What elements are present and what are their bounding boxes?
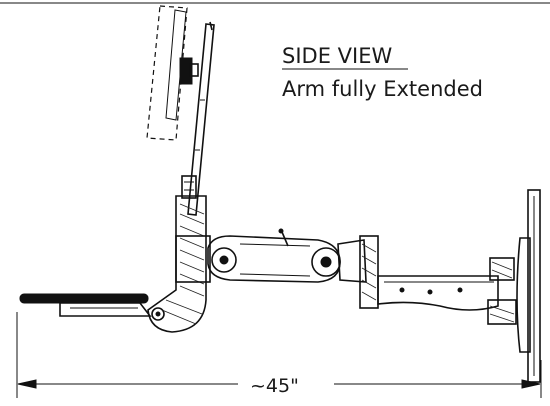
wall-hub-upper: [489, 257, 515, 281]
column-hub: [175, 235, 211, 283]
keyboard-tray-bracket: [59, 302, 152, 317]
wall-plate: [527, 189, 541, 383]
monitor-screen-panel: [165, 9, 187, 121]
tray-column: [147, 195, 211, 333]
tension-knob: [281, 231, 289, 247]
monitor-mount-plate: [179, 57, 193, 85]
monitor-dashed-outline: [146, 5, 188, 141]
arm-elbow-joint: [211, 247, 237, 273]
monitor-pole: [181, 21, 215, 216]
pole-clamp: [181, 175, 197, 199]
articulating-arm: [207, 228, 379, 309]
diagram-subtitle: Arm fully Extended: [282, 77, 483, 101]
arm-shoulder-block: [337, 239, 367, 283]
arm-shoulder-joint: [311, 247, 341, 277]
wall-mount: [516, 189, 541, 383]
tray-column-body: [147, 195, 207, 333]
dimension-line: ~45": [16, 312, 542, 398]
arm-pivot-housing: [359, 235, 379, 309]
extension-arm-body: [377, 275, 499, 311]
monitor: [146, 5, 199, 141]
tray-knob: [151, 307, 165, 321]
dimension-arrow-left: [17, 379, 37, 389]
wall-mount-bracket: [516, 237, 531, 353]
dimension-arrow-right: [521, 379, 541, 389]
extension-arm: [377, 257, 517, 325]
keyboard-tray: [19, 293, 165, 321]
dimension-label: ~45": [250, 375, 299, 397]
diagram-title: SIDE VIEW: [282, 44, 392, 68]
monitor-mount-hub: [189, 63, 199, 77]
keyboard-tray-surface: [19, 293, 149, 304]
pole-body: [187, 23, 215, 216]
wall-hub-lower: [487, 299, 517, 325]
